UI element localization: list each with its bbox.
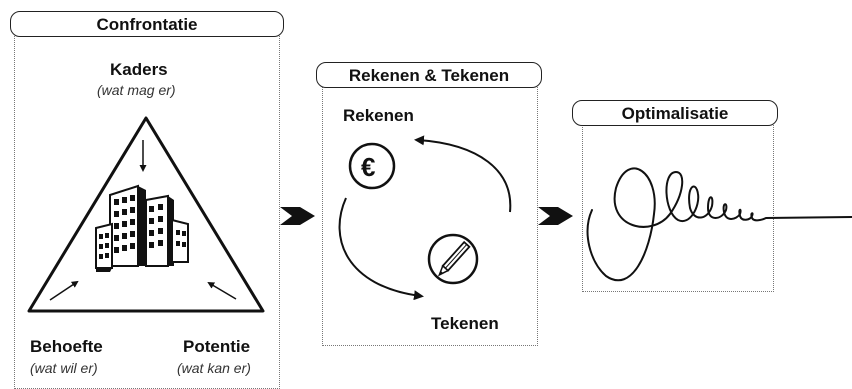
potentie-label: Potentie [183,337,251,356]
pencil-icon [427,233,479,285]
triangle-shape [27,116,265,313]
kaders-label: Kaders [110,60,168,79]
arrow-right-icon [538,207,573,225]
behoefte-label: Behoefte [30,337,103,356]
kaders-sublabel: (wat mag er) [97,82,176,98]
arrow-potentie-icon [207,281,237,300]
rekenen-tekenen-title: Rekenen & Tekenen [316,62,542,88]
tekenen-label: Tekenen [431,314,499,333]
arrow-right-icon [280,207,315,225]
arrow-behoefte-icon [49,280,79,301]
building-icon [95,184,189,272]
behoefte-sublabel: (wat wil er) [30,360,98,376]
confrontatie-title: Confrontatie [10,11,284,37]
cycle-arrow-top [414,135,512,213]
euro-symbol: € [361,152,376,182]
spiral-icon [586,167,852,282]
rekenen-label: Rekenen [343,106,414,125]
cycle-arrow-bottom [338,197,424,301]
potentie-sublabel: (wat kan er) [177,360,251,376]
optimalisatie-title: Optimalisatie [572,100,778,126]
euro-icon [348,142,396,190]
